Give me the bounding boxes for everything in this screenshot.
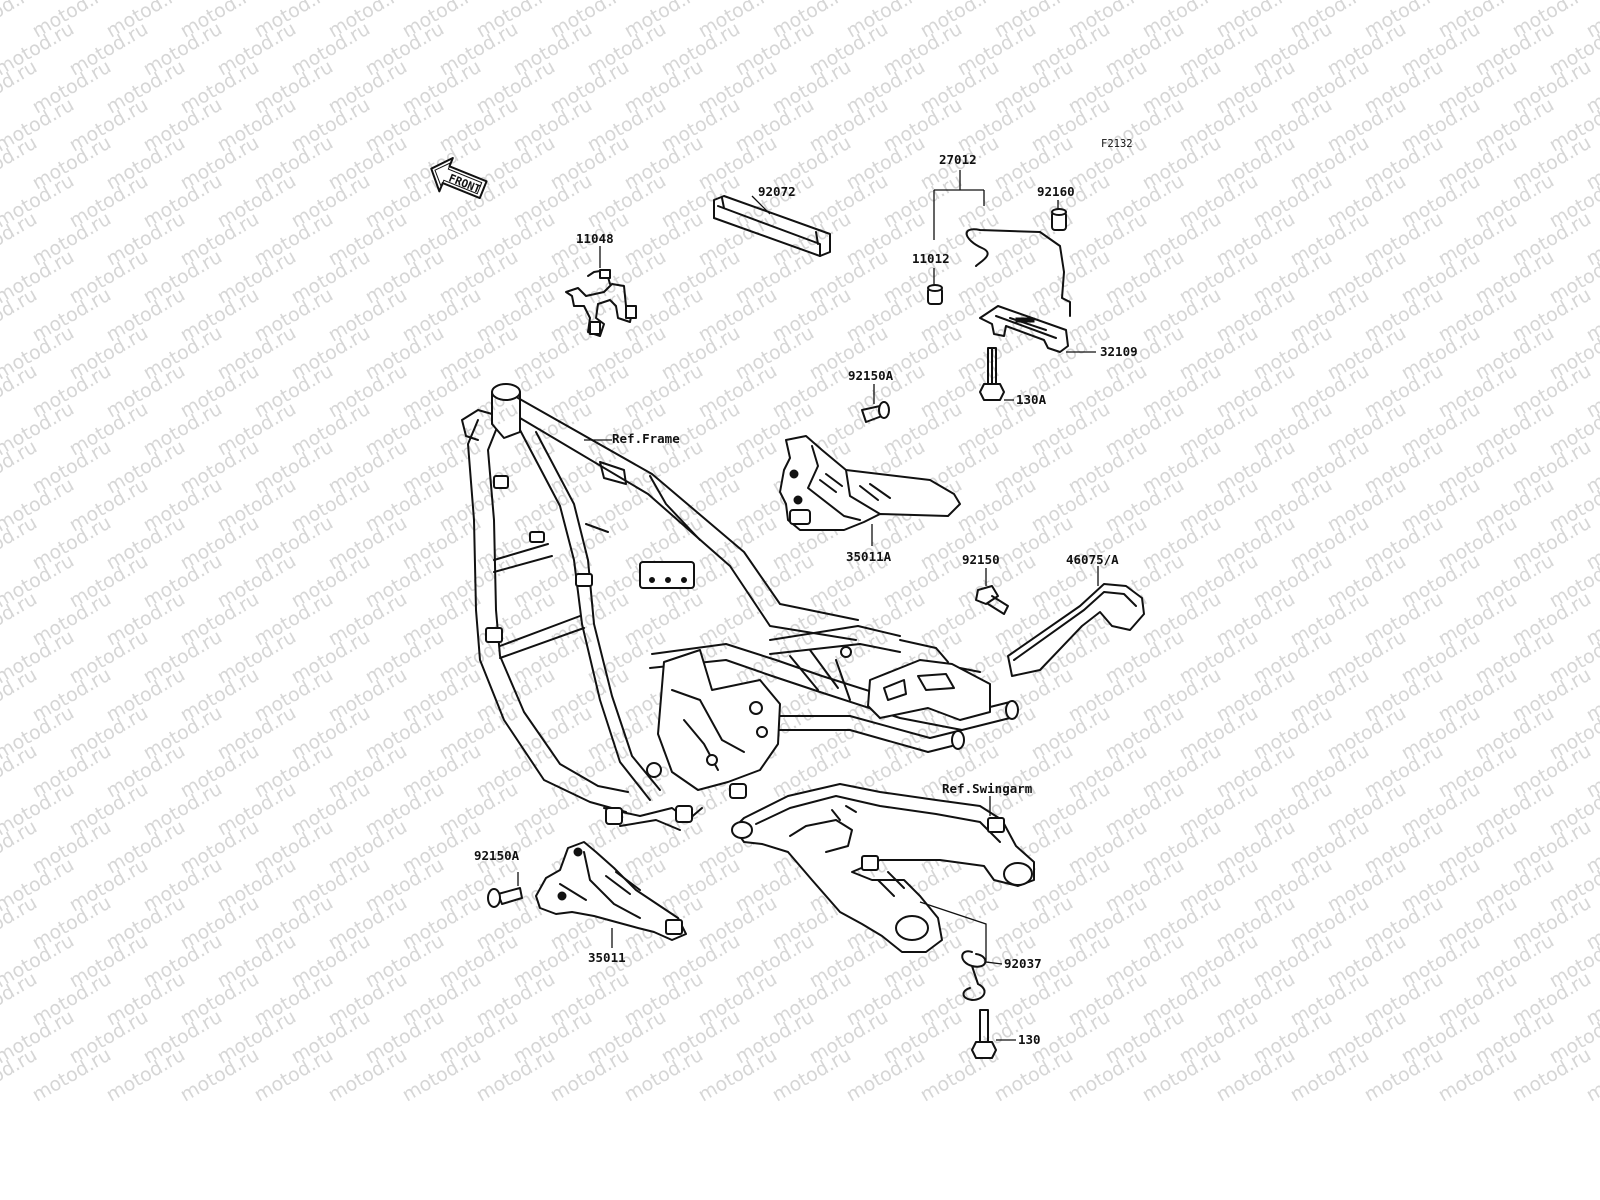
part-92150A-bottom-bolt bbox=[487, 887, 523, 908]
part-11048-bracket bbox=[565, 269, 637, 337]
part-92150-bolt bbox=[975, 585, 1009, 615]
callout-11048: 11048 bbox=[576, 231, 614, 246]
callout-92160: 92160 bbox=[1037, 184, 1075, 199]
part-92037-clamp bbox=[961, 950, 987, 1001]
diagram-code: F2132 bbox=[1101, 138, 1133, 150]
callout-130A: 130A bbox=[1016, 392, 1047, 407]
part-35011A-bracket bbox=[779, 435, 961, 531]
frame-reference-drawing bbox=[461, 383, 1019, 831]
callout-130: 130 bbox=[1018, 1032, 1041, 1047]
part-35011-bracket bbox=[535, 841, 687, 941]
part-130A-bolt bbox=[979, 347, 1005, 401]
part-11012-cap bbox=[927, 284, 943, 305]
part-92150A-top-bolt bbox=[861, 401, 890, 423]
part-32109-bracket bbox=[979, 305, 1069, 353]
callout-ref-swingarm: Ref.Swingarm bbox=[942, 781, 1033, 796]
callout-46075A: 46075/A bbox=[1066, 552, 1119, 567]
callout-32109: 32109 bbox=[1100, 344, 1138, 359]
watermark-layer: motod.rumotod.rumotod.rumotod.rumotod.ru… bbox=[0, 0, 1600, 1106]
callout-27012: 27012 bbox=[939, 152, 977, 167]
part-92160-collar bbox=[1051, 208, 1067, 231]
callout-ref-frame: Ref.Frame bbox=[612, 431, 680, 446]
part-27012-rod bbox=[965, 228, 1071, 317]
part-92072-band bbox=[713, 195, 831, 257]
callout-92150: 92150 bbox=[962, 552, 1000, 567]
callout-92150A-top: 92150A bbox=[848, 368, 894, 383]
callout-92037: 92037 bbox=[1004, 956, 1042, 971]
swingarm-reference-drawing bbox=[731, 783, 1035, 953]
callout-11012: 11012 bbox=[912, 251, 950, 266]
part-46075A-guard bbox=[1007, 583, 1145, 677]
callout-35011: 35011 bbox=[588, 950, 626, 965]
callout-35011A: 35011A bbox=[846, 549, 892, 564]
leader-27012 bbox=[933, 170, 985, 240]
callout-92150A-bottom: 92150A bbox=[474, 848, 520, 863]
part-130-bolt bbox=[971, 1009, 997, 1059]
leader-92072 bbox=[751, 195, 771, 215]
callout-92072: 92072 bbox=[758, 184, 796, 199]
leader-92037 bbox=[919, 901, 1003, 965]
